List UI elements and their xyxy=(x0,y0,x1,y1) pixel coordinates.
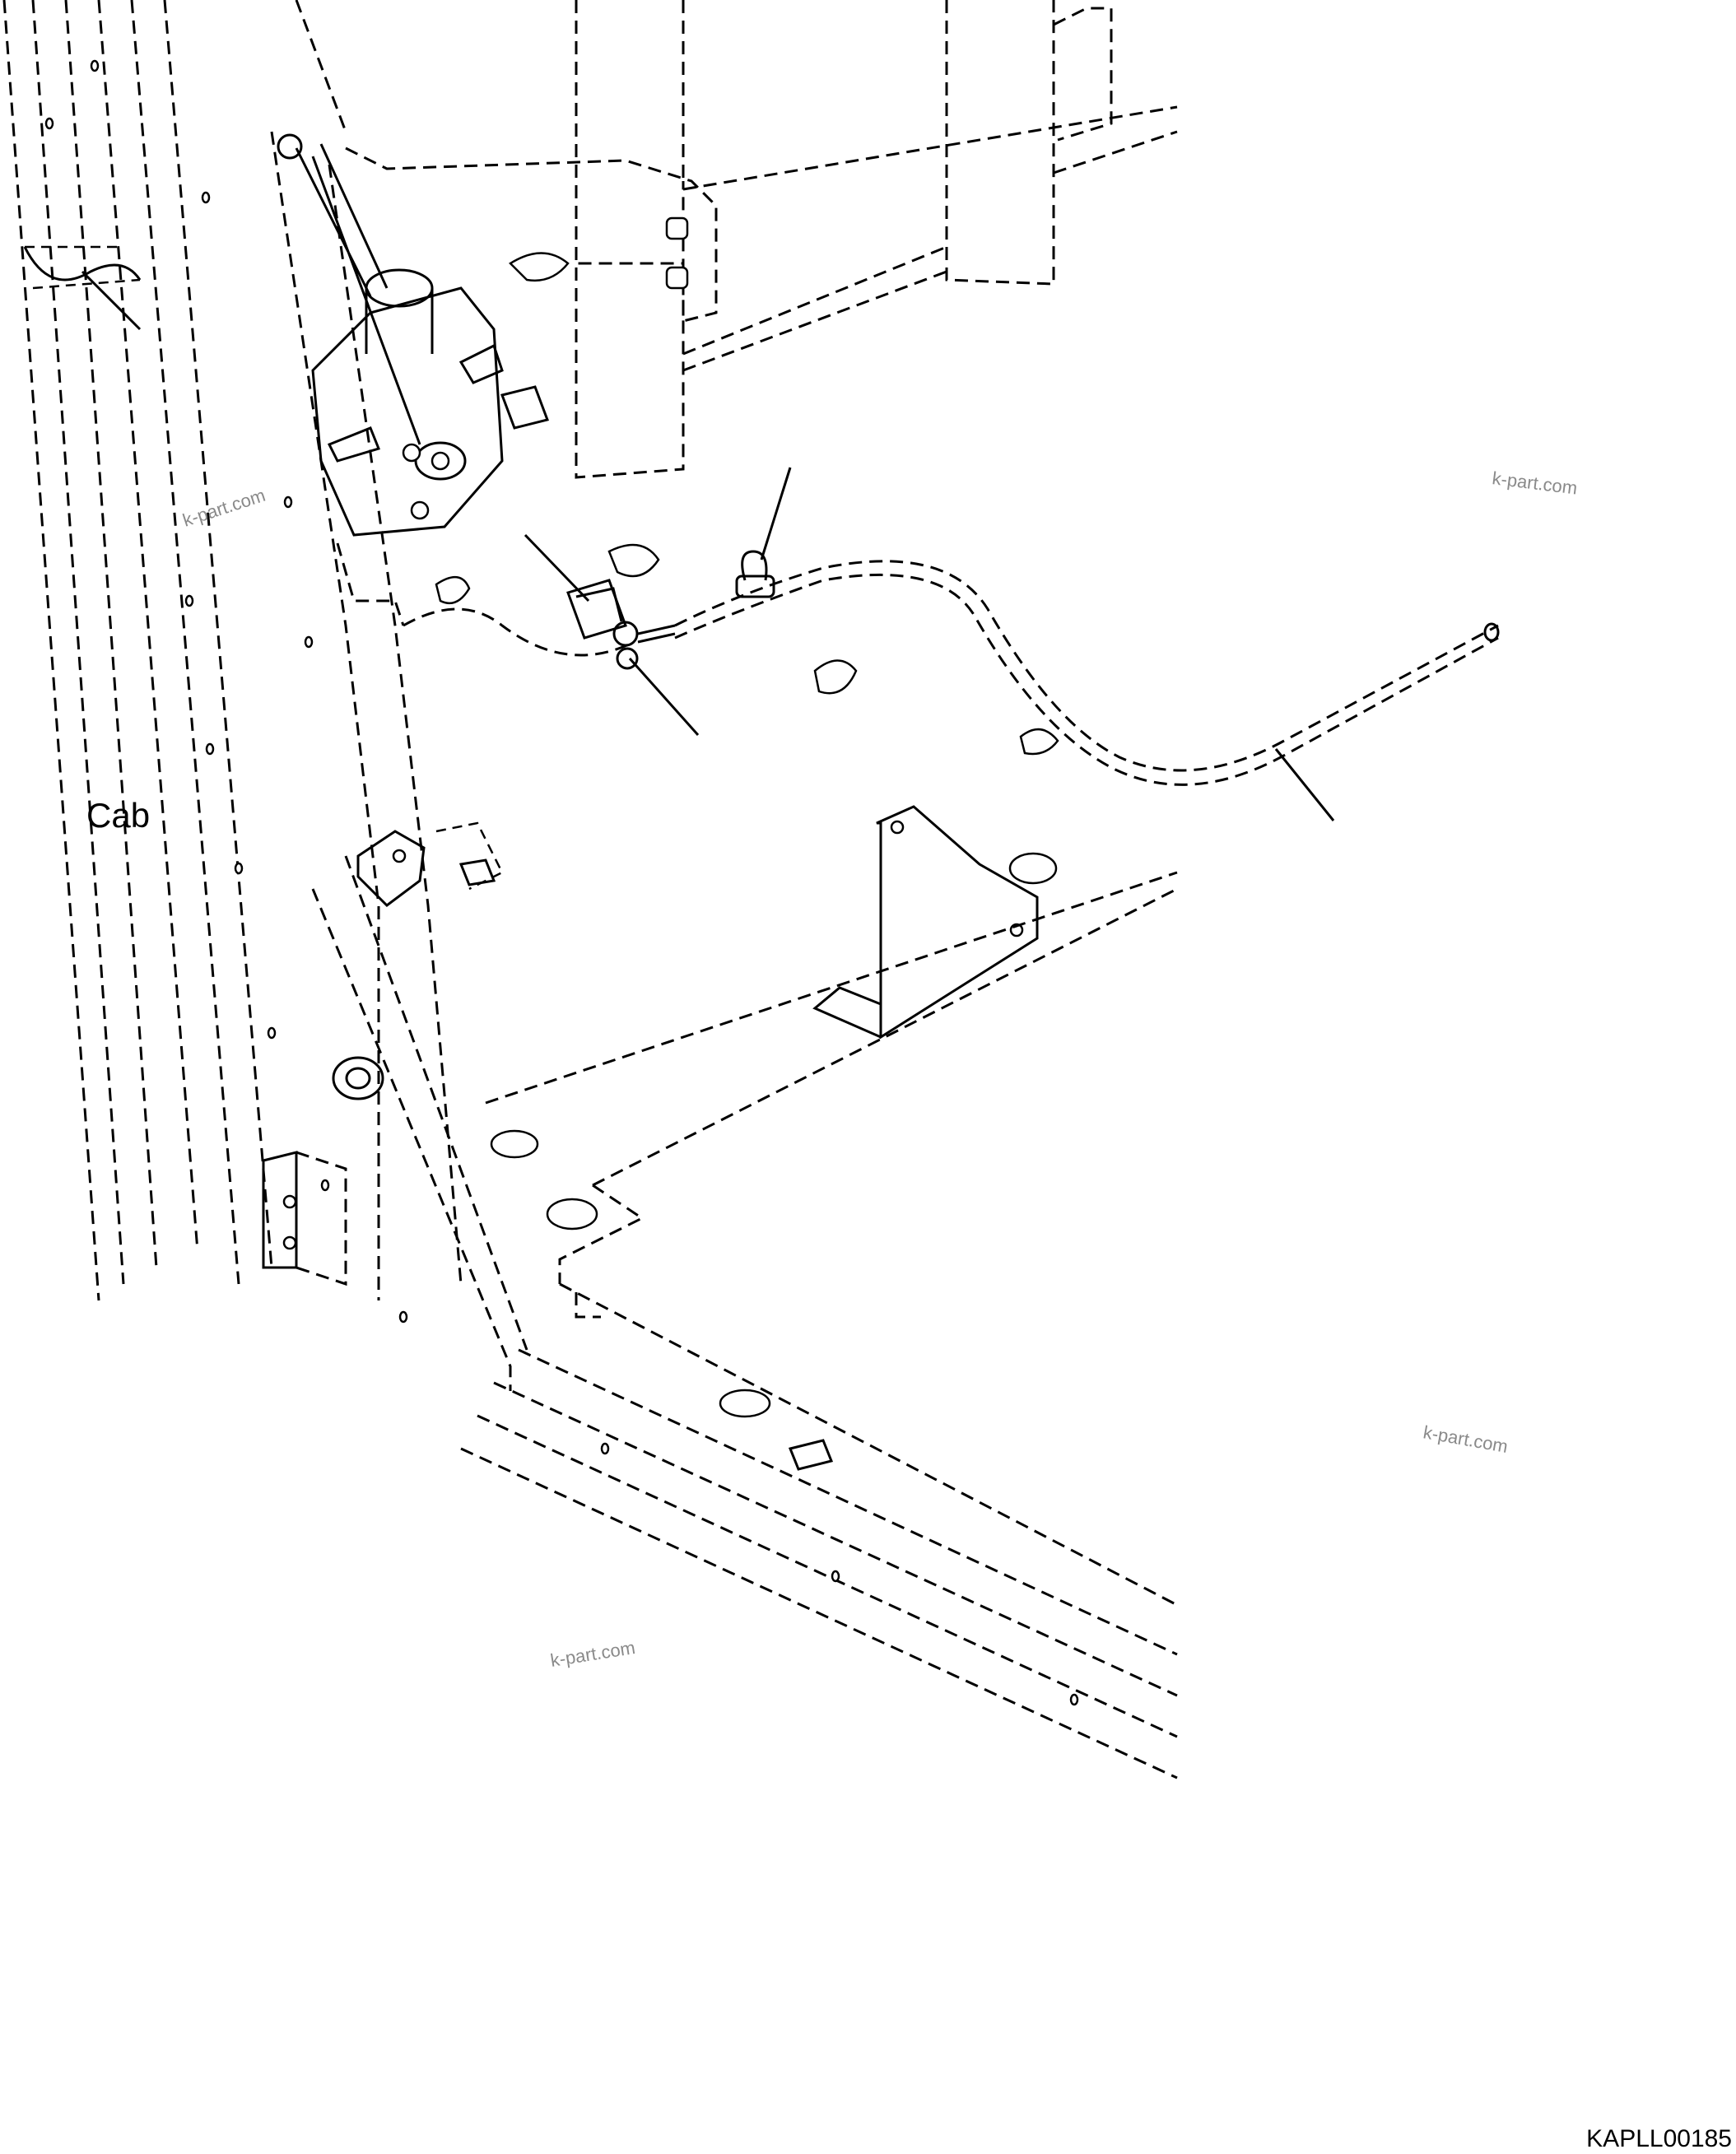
harness-clip xyxy=(735,550,775,598)
floor-frame xyxy=(460,852,1178,1779)
leader-line-clamp xyxy=(524,533,590,602)
upper-panels xyxy=(575,0,1178,479)
leader-line-connector xyxy=(628,658,700,736)
slot-hole xyxy=(435,576,471,605)
harness-clamp xyxy=(566,579,676,670)
watermark: k-part.com xyxy=(180,485,268,531)
wiring-harness xyxy=(674,560,1500,786)
slot-hole xyxy=(607,543,660,578)
drawing-code: KAPLL00185 xyxy=(1586,2125,1732,2152)
watermark: k-part.com xyxy=(1491,468,1578,498)
mounting-bracket-plate xyxy=(345,147,718,323)
bolt-hole xyxy=(665,266,689,290)
bolt-hole xyxy=(665,216,689,240)
wiper-motor xyxy=(277,133,549,537)
leader-line-clip xyxy=(760,467,792,561)
watermark: k-part.com xyxy=(549,1637,637,1671)
leader-lines xyxy=(524,467,1335,821)
corner-block xyxy=(262,1056,384,1286)
slot-hole xyxy=(1019,728,1059,756)
pillar-bracket xyxy=(356,821,504,907)
slot-hole xyxy=(813,659,858,695)
frame-holes xyxy=(44,59,1079,1706)
cab-label: Cab xyxy=(86,796,150,835)
motor-lower-bracket xyxy=(336,542,660,657)
cab-left-pillar xyxy=(2,0,273,1301)
cab-rear-post xyxy=(270,0,528,1391)
floor-bracket xyxy=(812,805,1039,1040)
slot-hole xyxy=(509,252,570,282)
leader-line-harness xyxy=(1274,748,1335,821)
watermark: k-part.com xyxy=(1422,1421,1510,1457)
